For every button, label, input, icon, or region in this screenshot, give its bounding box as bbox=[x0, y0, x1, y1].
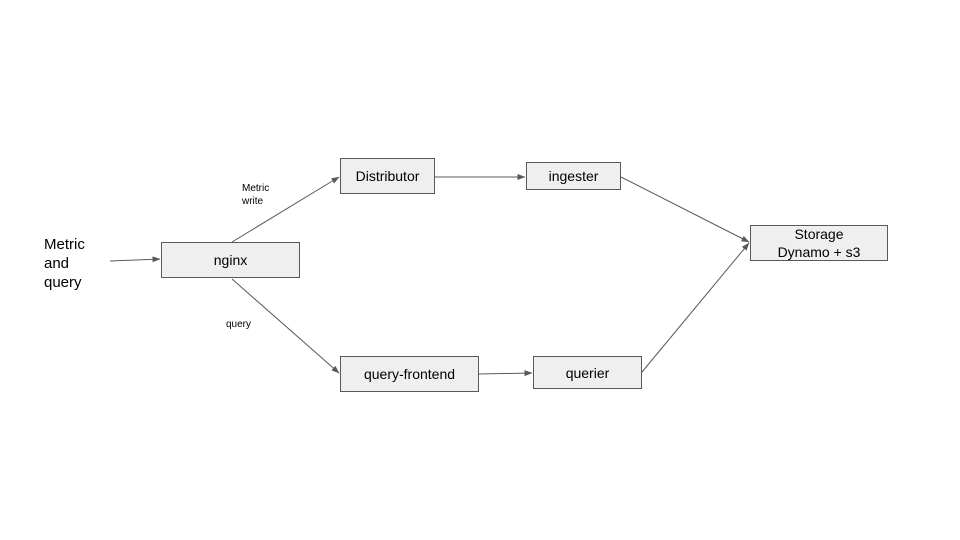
edge-nginx-to-distributor bbox=[231, 176, 340, 243]
node-nginx[interactable]: nginx bbox=[161, 242, 300, 278]
node-querier[interactable]: querier bbox=[533, 356, 642, 389]
input-label: Metric and query bbox=[44, 235, 114, 292]
node-ingester-label: ingester bbox=[548, 168, 599, 184]
edge-query-frontend-to-querier bbox=[478, 370, 533, 377]
node-storage-subtitle: Dynamo + s3 bbox=[777, 244, 861, 260]
node-storage[interactable]: Storage Dynamo + s3 bbox=[750, 225, 888, 261]
node-ingester[interactable]: ingester bbox=[526, 162, 621, 190]
write-edge-label: Metric write bbox=[242, 182, 269, 208]
edge-querier-to-storage bbox=[641, 242, 750, 373]
input-label-line-2: and bbox=[44, 255, 70, 272]
node-nginx-label: nginx bbox=[213, 252, 248, 268]
edge-input-to-nginx bbox=[109, 256, 161, 263]
edge-ingester-to-storage bbox=[620, 176, 750, 243]
node-query-frontend[interactable]: query-frontend bbox=[340, 356, 479, 392]
input-label-line-1: Metric bbox=[44, 236, 85, 253]
node-querier-label: querier bbox=[565, 364, 610, 381]
query-edge-label: query bbox=[226, 319, 252, 330]
write-edge-label-line-1: Metric bbox=[242, 183, 270, 194]
input-label-line-3: query bbox=[44, 274, 82, 291]
node-storage-title: Storage bbox=[794, 226, 844, 242]
edge-nginx-to-query-frontend bbox=[231, 278, 340, 374]
node-distributor[interactable]: Distributor bbox=[340, 158, 435, 194]
node-distributor-label: Distributor bbox=[355, 168, 420, 184]
node-query-frontend-label: query-frontend bbox=[363, 366, 456, 382]
write-edge-label-line-2: write bbox=[242, 196, 264, 207]
